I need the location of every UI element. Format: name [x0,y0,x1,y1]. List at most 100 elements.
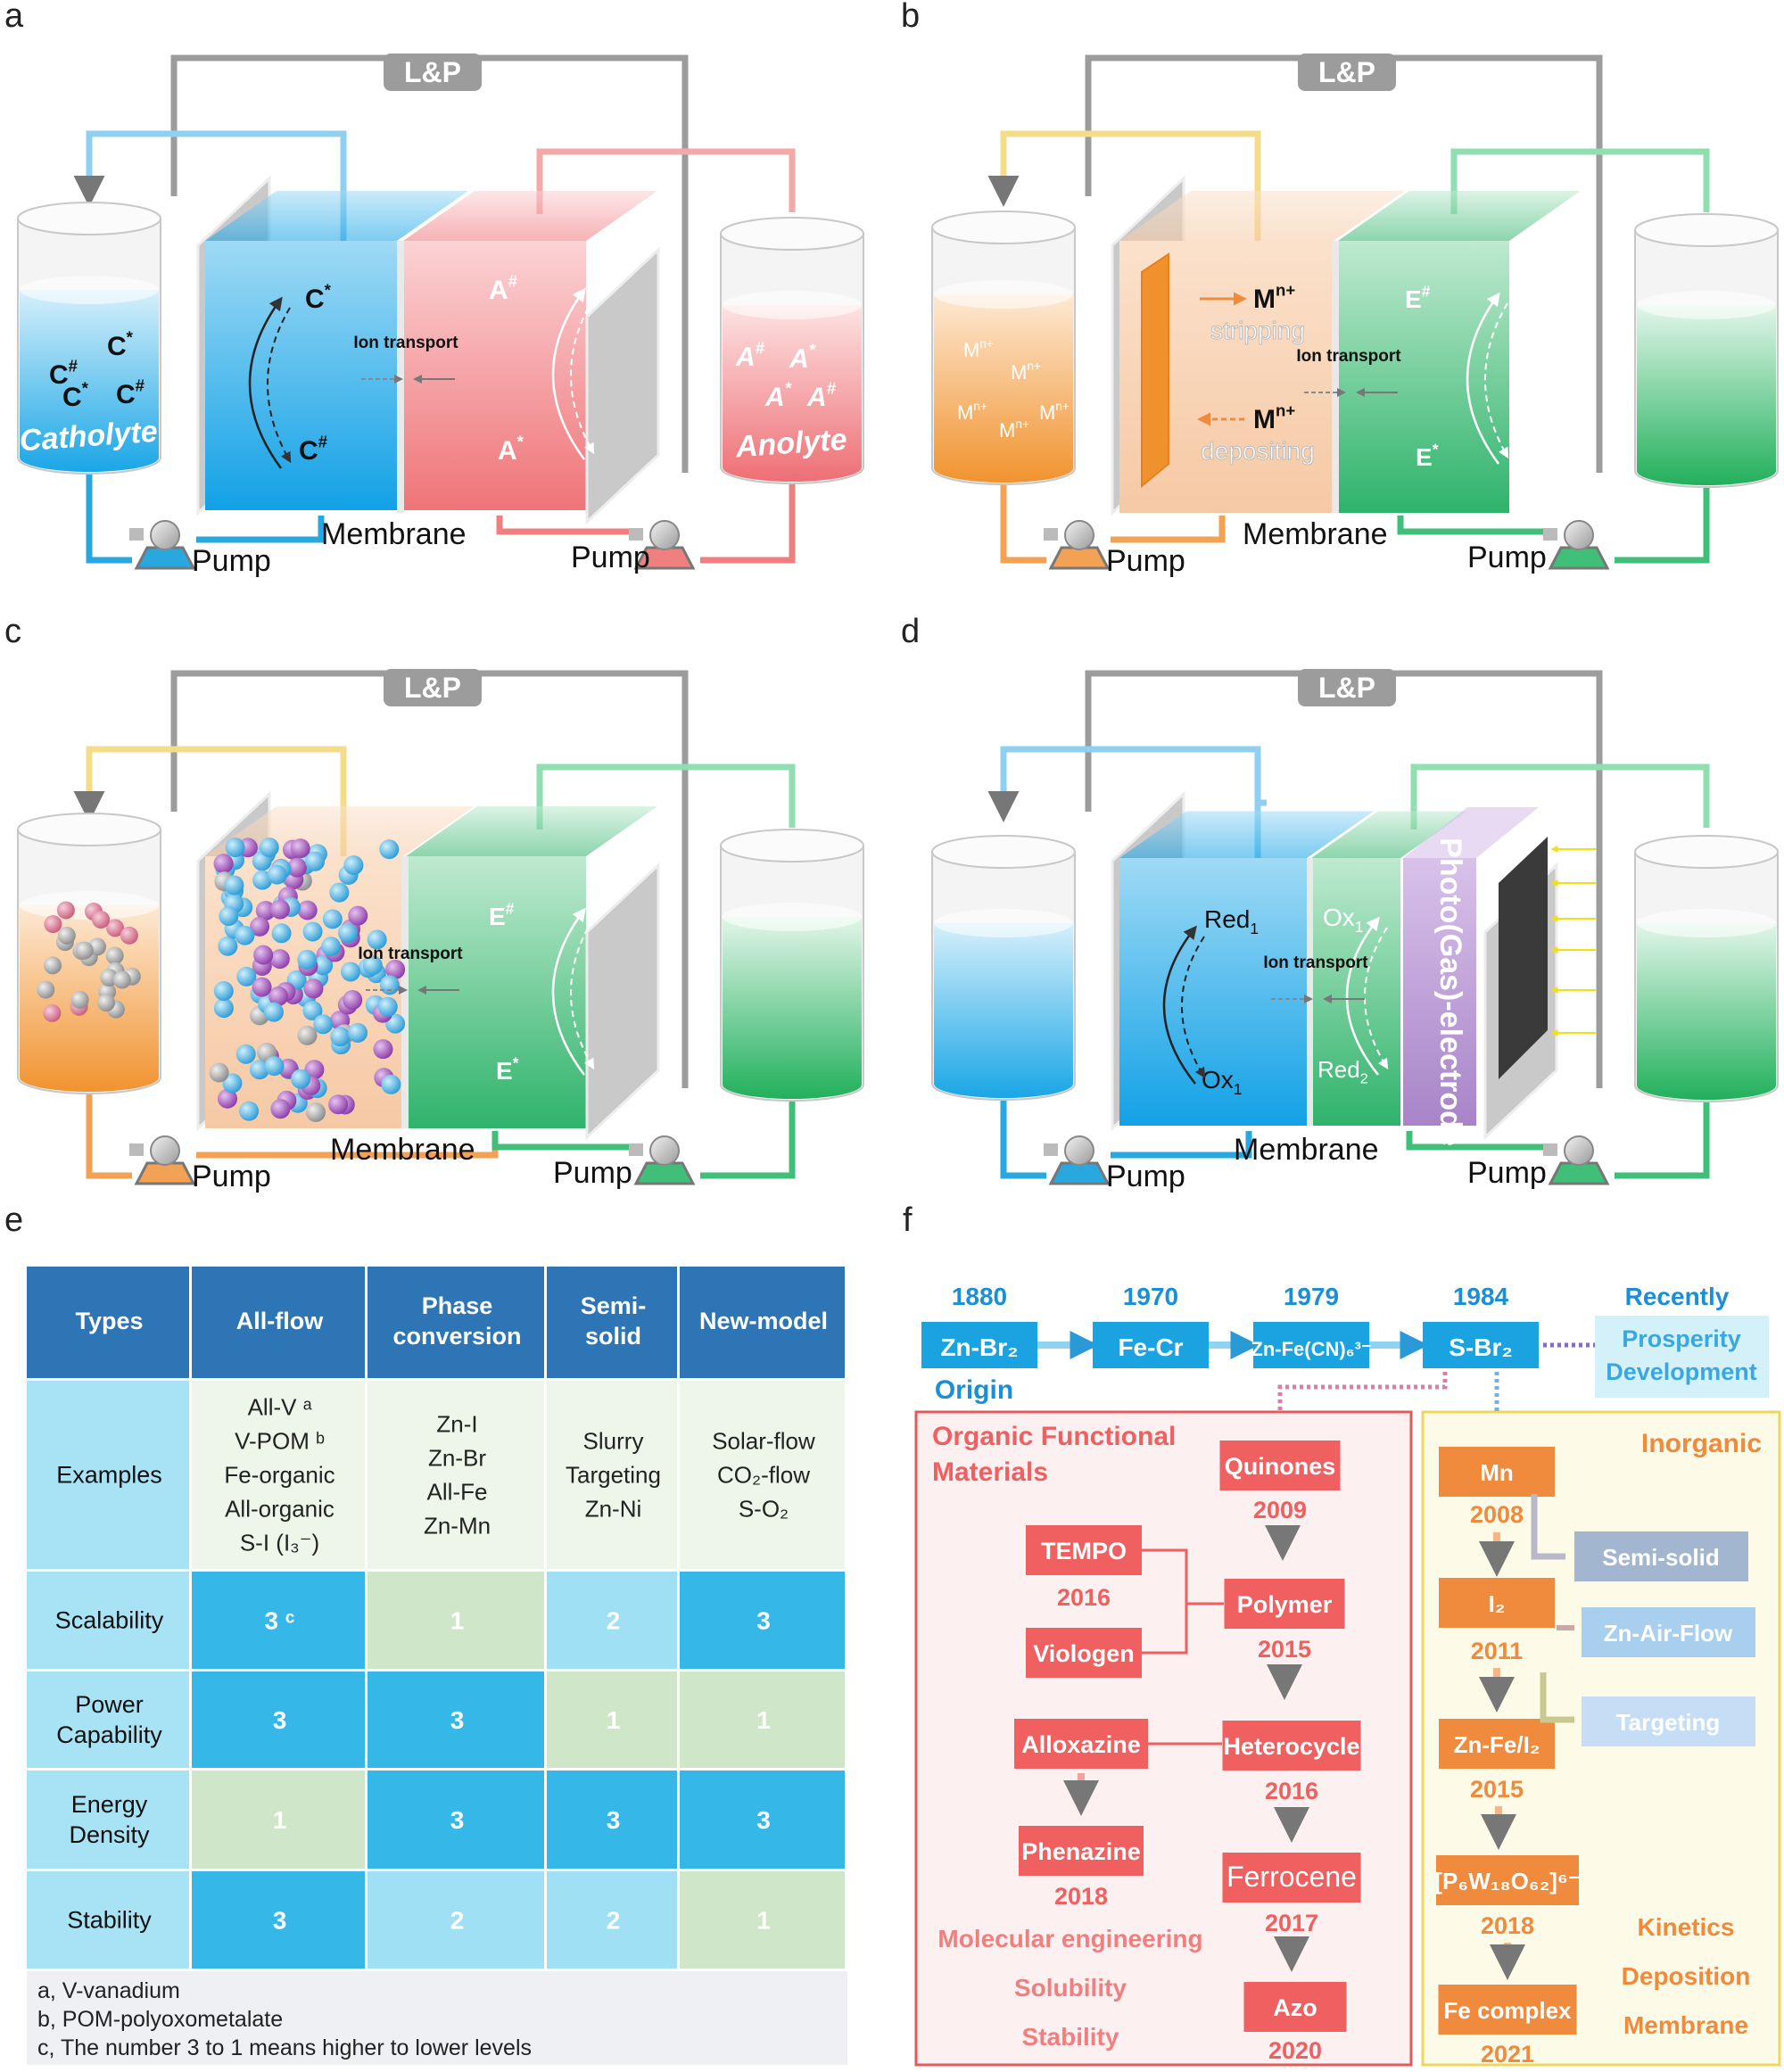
table-example-item: S-I (I₃⁻) [240,1530,319,1556]
pipe-right-up [491,1131,629,1151]
side-arrow-semisolid [1531,1494,1565,1560]
node-ferrocene-year: 2017 [1265,1910,1318,1936]
table-value-cell [680,1871,845,1969]
tank-right-rim [720,217,864,251]
cell-right-bottom: E* [1416,440,1439,471]
table-note: b, POM-polyoxometalate [37,2007,283,2032]
redox-mid-arc-dashed [1364,927,1389,1070]
slurry-particle [337,922,358,943]
node-p6w18o62-label: [P₆W₁₈O₆₂]⁶⁻ [1434,1868,1580,1895]
pump-left-label: Pump [192,544,271,578]
cell-electrolyte-top [406,806,657,856]
table-example-item: Zn-Ni [585,1496,642,1523]
node-fe-complex-box [1438,1985,1577,2035]
membrane-label: Membrane [321,517,467,551]
pump-left-body [150,1135,180,1166]
pump-right-inlet [1543,528,1557,541]
table-row-label: Power [75,1691,144,1718]
slurry-particle [302,921,323,942]
node-polymer-label: Polymer [1237,1591,1333,1618]
table-row-label: Capability [56,1721,162,1748]
table-value: 1 [607,1706,621,1734]
tank-right-liquid-surface [723,291,862,319]
pump-right-label: Pump [553,1156,632,1190]
timeline-node-label: Zn-Br₂ [940,1333,1018,1361]
cell-left-top: C* [305,281,332,315]
cell-left-top: Red1 [1204,905,1259,937]
table-value-cell [192,1572,365,1669]
table-row-label: Energy [71,1791,148,1818]
tank-particle [106,919,125,937]
tank-particle [120,926,138,945]
tank-right-liquid-surface [1637,909,1776,937]
timeline-node [921,1322,1037,1368]
redox-left-arc-dashed [1181,936,1206,1079]
tank-left-species: Mn+ [963,337,994,361]
table-value: 1 [756,1706,771,1734]
slurry-particle [377,996,398,1017]
tank-left-rim [17,813,161,846]
pump-left-base [1048,546,1111,570]
pipe-right-top [536,764,796,830]
node-ferrocene-box [1222,1853,1361,1903]
slurry-particle [297,900,318,920]
anolyte-label: Anolyte [734,423,848,465]
table-value-cell [680,1672,845,1768]
side-node-box [1574,1531,1748,1581]
slurry-particle [218,936,238,956]
slurry-particle [271,923,292,944]
timeline-year: 1984 [1453,1283,1509,1310]
pipe-left-up [1111,1131,1252,1159]
table-header-text: Types [75,1308,143,1334]
tank-right-liquid [723,917,862,1099]
table-row-label: Stability [67,1907,152,1934]
timeline-node-recent [1595,1316,1769,1398]
lp-label: L&P [404,672,461,704]
slurry-particle [291,1069,311,1089]
membrane-label: Membrane [1243,517,1388,551]
node-tempo-year: 2016 [1057,1584,1111,1611]
cell-left-bottom: C# [299,433,328,466]
cell-electrolyte-top [1338,191,1581,241]
node-azo-year: 2020 [1268,2037,1322,2064]
pipe-left-bottom [1000,1097,1046,1179]
tank-right-rim [1634,835,1779,869]
table-value-cell [192,1672,365,1768]
pipe-left-bottom [1000,482,1046,564]
pump-left-base [1048,1161,1111,1185]
organic-title-2: Materials [932,1457,1048,1487]
cell-right-bottom: E* [496,1053,519,1085]
slurry-particle [373,1039,393,1060]
pump-left-base [134,1161,196,1185]
table-value-cell [680,1771,845,1869]
node-quinones-year: 2009 [1253,1497,1307,1523]
table-example-cell [680,1381,845,1569]
tank-left-species: Mn+ [999,417,1029,442]
inorganic-note: Deposition [1622,1962,1751,1990]
deposit-species: Mn+ [1253,401,1295,435]
pump-left-body [1064,520,1094,550]
table-example-item: CO₂-flow [717,1462,810,1489]
tank-right-rim [1634,213,1779,247]
node-ferrocene-label: Ferrocene [1226,1861,1357,1893]
tank-left-species: C# [116,376,145,410]
side-node-label: Zn-Air-Flow [1604,1620,1733,1647]
lp-box [1298,54,1396,91]
timeline-year: 1979 [1284,1283,1339,1310]
table-value: 3 ᶜ [265,1607,295,1635]
slurry-particle [290,838,310,859]
slurry-particle [381,1074,401,1094]
pump-left-base [134,546,196,570]
pump-left-label: Pump [192,1160,271,1193]
pump-right-inlet [1543,1143,1557,1156]
tank-particle [57,926,76,945]
slurry-particle [213,854,234,874]
cell-right-top: E# [489,899,515,930]
table-example-item: All-V ᵃ [248,1394,312,1421]
slurry-particle [239,1101,260,1121]
tank-right-liquid-surface [723,903,862,931]
table-header-cell [368,1267,544,1378]
slurry-particle [321,937,342,957]
